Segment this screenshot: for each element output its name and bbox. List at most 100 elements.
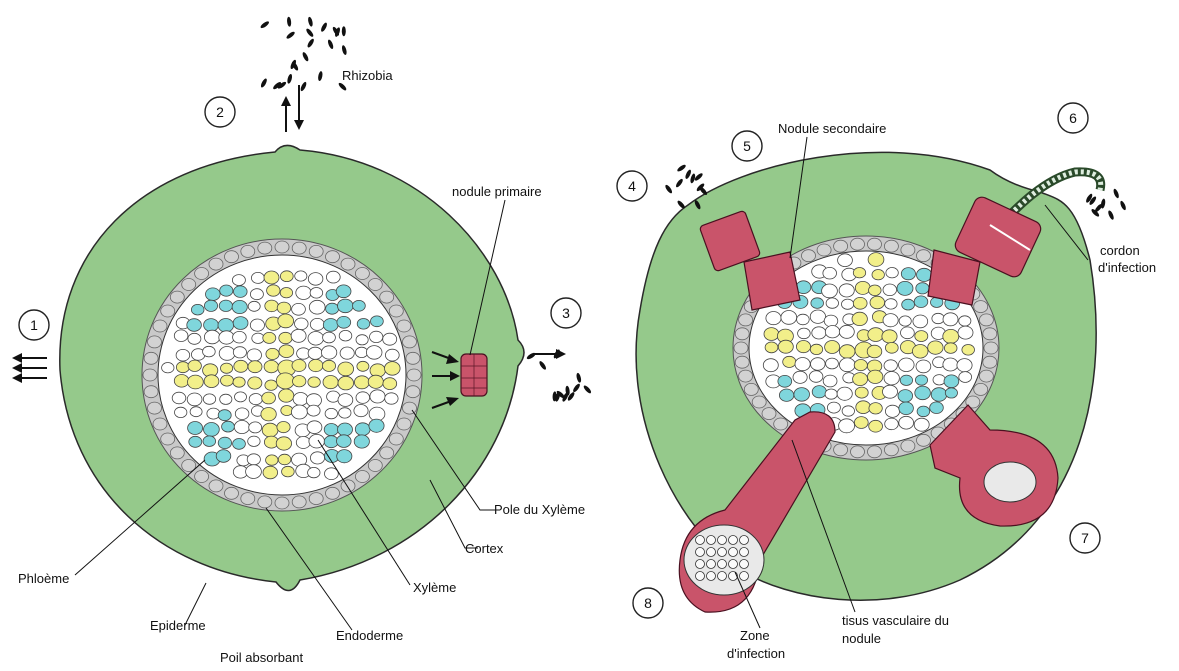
stele-cell (174, 375, 189, 388)
stele-cell (279, 345, 294, 358)
svg-text:6: 6 (1069, 110, 1077, 126)
endodermis-cell (851, 238, 865, 250)
stele-cell (252, 333, 264, 343)
stele-cell (266, 348, 279, 359)
stele-cell (248, 361, 262, 373)
endodermis-cell (974, 301, 988, 313)
stele-cell (248, 436, 260, 446)
rhizobium-bacterium (306, 38, 315, 49)
stele-cell (869, 420, 883, 432)
endodermis-cell (851, 446, 865, 458)
endodermis-cell (774, 418, 788, 430)
stele-cell (853, 297, 867, 309)
stele-cell (188, 375, 204, 389)
stele-cell (824, 315, 838, 327)
stele-cell (247, 349, 261, 361)
left-root-section (12, 16, 592, 630)
infected-cell (696, 572, 705, 581)
label-cordon-line1: cordon (1100, 243, 1140, 258)
stele-cell (915, 375, 927, 385)
stele-cell (279, 389, 294, 402)
stele-cell (371, 316, 384, 327)
rhizobium-bacterium (286, 73, 292, 84)
stele-cell (916, 360, 931, 373)
rhizobium-bacterium (327, 39, 334, 50)
rhizobium-bacterium (676, 164, 686, 173)
endodermis-cell (739, 314, 753, 326)
stele-cell (917, 268, 932, 281)
stele-cell (204, 375, 219, 388)
stele-cell (291, 329, 306, 342)
stele-cell (885, 342, 898, 353)
stele-cell (885, 418, 899, 430)
endodermis-cell (389, 433, 403, 445)
endodermis-cell (153, 320, 167, 332)
stele-cell (276, 437, 291, 450)
stele-cell (366, 346, 382, 360)
stele-cell (870, 296, 885, 309)
stele-cell (898, 390, 913, 403)
stele-cell (295, 318, 309, 330)
endodermis-cell (326, 487, 340, 499)
infected-cell (718, 572, 727, 581)
endodermis-cell (380, 291, 394, 303)
endodermis-cell (143, 369, 157, 381)
endodermis-cell (744, 383, 758, 395)
endodermis-cell (275, 241, 289, 253)
rhizobium-bacterium (526, 352, 537, 361)
stele-cell (232, 300, 247, 313)
stele-cell (917, 406, 930, 417)
stele-cell (842, 299, 854, 309)
stele-cell (233, 317, 248, 330)
stele-cell (779, 389, 793, 401)
endodermis-cell (407, 369, 421, 381)
stele-cell (310, 288, 323, 299)
stele-cell (264, 271, 279, 284)
rhizobium-bacterium (338, 82, 348, 92)
endodermis-cell (917, 434, 931, 446)
endodermis-cell (275, 497, 289, 509)
stele-cell (220, 394, 232, 404)
rhizobium-bacterium (317, 71, 323, 82)
endodermis-cell (979, 370, 993, 382)
stele-cell (326, 271, 340, 283)
stele-cell (885, 299, 897, 309)
endodermis-cell (161, 305, 175, 317)
stele-cell (354, 435, 369, 448)
rhizobium-bacterium (285, 31, 295, 40)
stele-cell (825, 341, 840, 354)
step-2-marker: 2 (205, 97, 235, 127)
endodermis-cell (309, 245, 323, 257)
infected-cell (718, 548, 727, 557)
stele-cell (899, 416, 914, 429)
stele-cell (337, 450, 352, 463)
stele-cell (854, 417, 868, 429)
stele-cell (203, 346, 216, 357)
endodermis-cell (901, 244, 915, 256)
stele-cell (220, 285, 233, 296)
stele-cell (385, 393, 398, 404)
stele-cell (765, 342, 778, 353)
rhizobium-bacterium (260, 20, 270, 29)
primary-nodule (461, 354, 487, 396)
stele-cell (839, 419, 855, 433)
stele-cell (233, 377, 245, 387)
stele-cell (914, 296, 928, 308)
stele-cell (882, 330, 897, 343)
stele-cell (839, 358, 855, 372)
stele-cell (853, 373, 868, 386)
endodermis-cell (195, 471, 209, 483)
endodermis-cell (380, 447, 394, 459)
stele-cell (338, 299, 354, 313)
stele-cell (337, 435, 352, 448)
stele-cell (339, 330, 352, 341)
endodermis-cell (161, 433, 175, 445)
endodermis-cell (979, 314, 993, 326)
rhizobium-bacterium (538, 360, 547, 370)
label-zone-line1: Zone (740, 628, 770, 643)
label-phloeme: Phloème (18, 571, 69, 586)
stele-cell (176, 362, 189, 373)
stele-cell (189, 436, 202, 447)
endodermis-cell (209, 258, 223, 270)
